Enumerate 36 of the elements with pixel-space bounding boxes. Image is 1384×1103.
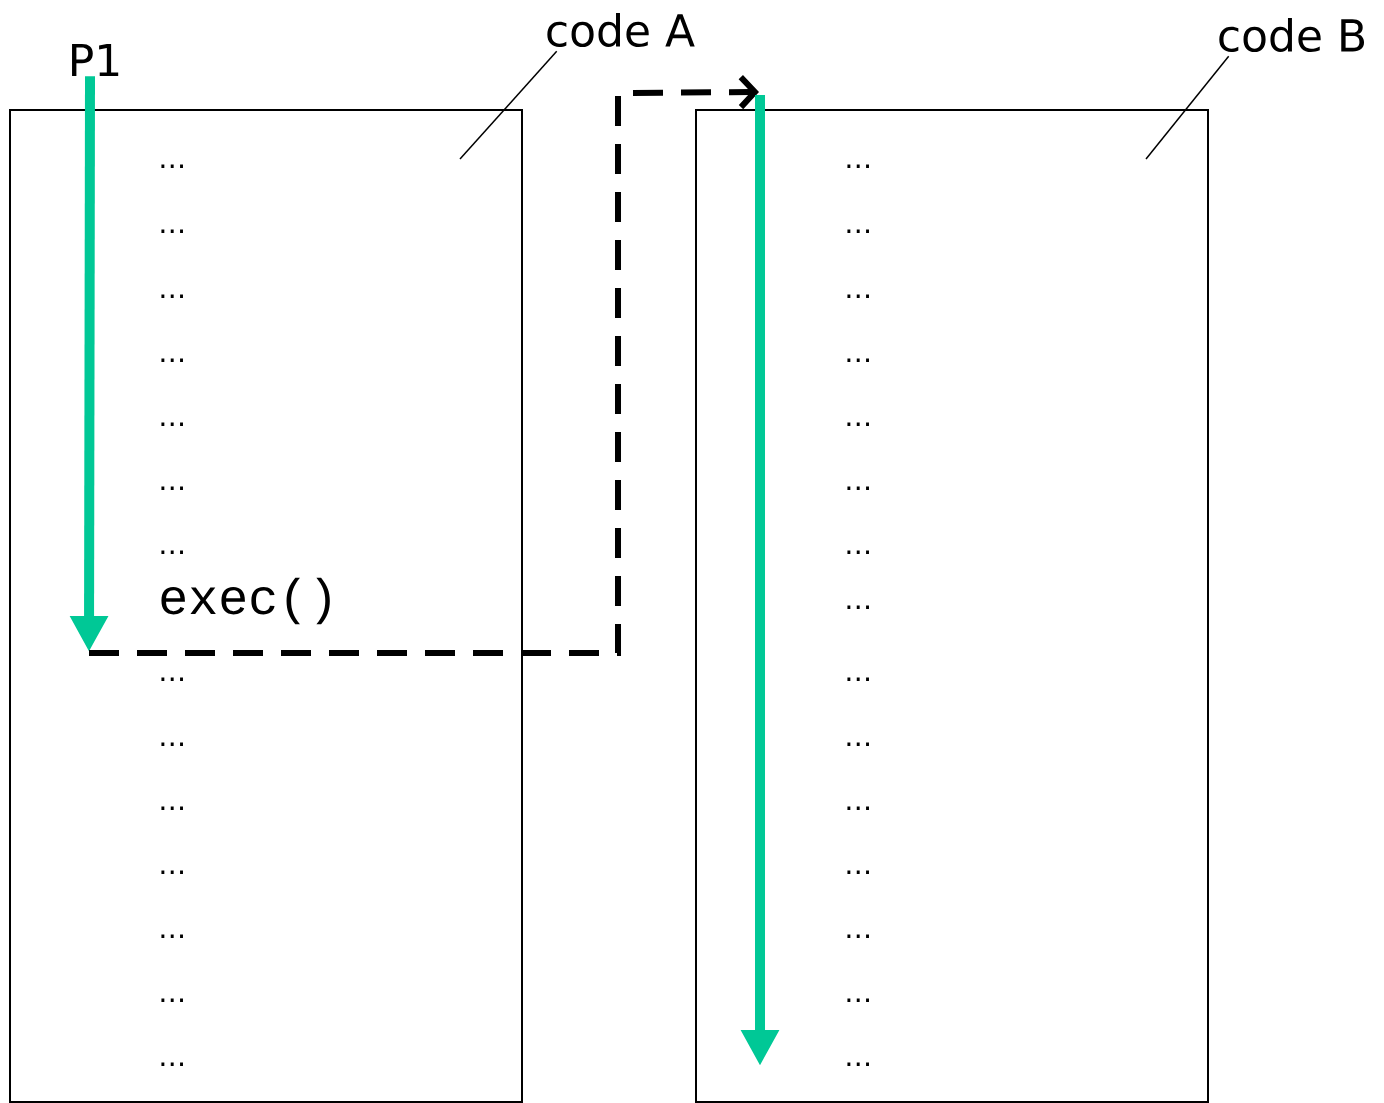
code-line: …	[161, 934, 183, 938]
code-line: …	[161, 550, 183, 554]
code-line: …	[161, 358, 183, 362]
code-line: …	[161, 677, 183, 681]
control-transfer-arrow	[89, 75, 759, 656]
code-line: …	[847, 806, 869, 810]
code-line: …	[161, 870, 183, 874]
code-line: …	[161, 1062, 183, 1066]
label-text: P1	[72, 43, 119, 77]
code-line: …	[161, 229, 183, 233]
code-line: …	[161, 806, 183, 810]
label-text: code A	[547, 13, 695, 48]
code-line: …	[847, 1062, 869, 1066]
label-text: code B	[1219, 18, 1364, 53]
code-line: exec()	[161, 577, 330, 625]
code-line: …	[847, 870, 869, 874]
code-line: …	[161, 486, 183, 490]
code-line: …	[847, 358, 869, 362]
leader-line	[459, 50, 558, 160]
code-line: …	[161, 164, 183, 168]
code-line: …	[847, 998, 869, 1002]
code-line: …	[847, 742, 869, 746]
code-line: …	[161, 422, 183, 426]
code-line: …	[847, 605, 869, 609]
code-line: …	[161, 742, 183, 746]
leader-line	[1145, 55, 1230, 160]
code-line: …	[847, 550, 869, 554]
code-line: …	[847, 164, 869, 168]
code-line: …	[847, 677, 869, 681]
code-line: …	[161, 294, 183, 298]
code-line: …	[847, 486, 869, 490]
code-line: …	[847, 229, 869, 233]
code-line: …	[847, 934, 869, 938]
code-line: …	[847, 294, 869, 298]
code-line: …	[847, 422, 869, 426]
code-line: …	[161, 998, 183, 1002]
